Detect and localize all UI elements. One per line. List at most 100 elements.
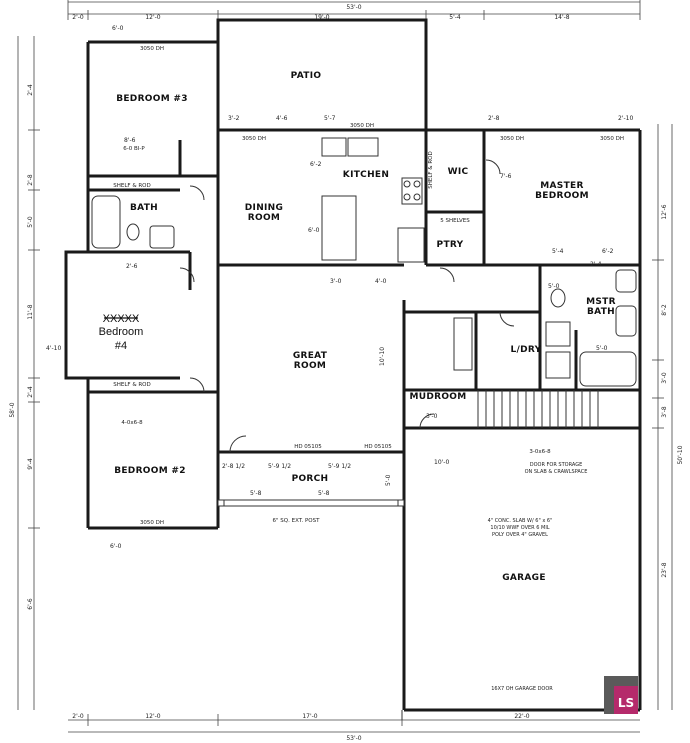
dimension-lines [17,0,673,733]
svg-text:19'-0: 19'-0 [314,14,329,21]
svg-text:3'-0: 3'-0 [330,278,342,285]
watermark-logo: LS [604,676,638,714]
svg-text:53'-0: 53'-0 [346,4,361,11]
label-great-1: GREAT [293,351,328,361]
svg-text:2'-6: 2'-6 [126,263,138,270]
interior-walls [88,42,640,507]
svg-text:3'-0: 3'-0 [426,413,438,420]
bedroom4-line2: #4 [115,340,127,352]
svg-text:POLY OVER 4" GRAVEL: POLY OVER 4" GRAVEL [492,532,548,538]
label-bedroom2: BEDROOM #2 [114,466,186,476]
svg-text:2'-0: 2'-0 [72,14,84,21]
label-bedroom3: BEDROOM #3 [116,94,188,104]
svg-text:17'-0: 17'-0 [302,713,317,720]
bath-toilet-icon [126,223,140,241]
svg-text:6'-2: 6'-2 [602,248,614,255]
room-labels: PATIO BEDROOM #3 BATH DINING ROOM KITCHE… [114,71,615,583]
svg-text:4-0x6-8: 4-0x6-8 [121,420,143,426]
svg-text:10/10 WWF OVER 6 MIL: 10/10 WWF OVER 6 MIL [490,525,549,531]
svg-text:2'-8: 2'-8 [488,115,500,122]
svg-text:HD 05105: HD 05105 [294,444,322,450]
svg-text:4'-0: 4'-0 [375,278,387,285]
svg-text:HD 05105: HD 05105 [364,444,392,450]
svg-text:12'-0: 12'-0 [145,713,160,720]
logo-text: LS [618,696,634,710]
label-mudroom: MUDROOM [409,392,466,402]
svg-text:3050 DH: 3050 DH [350,123,374,129]
bedroom4-struck: XXXXX [103,313,140,325]
svg-text:3-0x6-8: 3-0x6-8 [529,449,551,455]
svg-text:3050 DH: 3050 DH [140,46,164,52]
label-porch: PORCH [292,474,329,484]
svg-text:5'-4: 5'-4 [552,248,564,255]
svg-text:53'-0: 53'-0 [346,735,361,742]
svg-text:3050 DH: 3050 DH [140,520,164,526]
svg-text:10'-10: 10'-10 [379,347,386,366]
svg-text:4'-10: 4'-10 [46,345,61,352]
svg-text:6'-0: 6'-0 [308,227,320,234]
label-mstr-2: BATH [587,307,615,317]
svg-text:5 SHELVES: 5 SHELVES [440,218,470,224]
svg-text:6-0 BI-P: 6-0 BI-P [123,146,145,152]
svg-text:SHELF & ROD: SHELF & ROD [113,183,151,189]
svg-text:6'-0: 6'-0 [112,25,124,32]
svg-text:5'-0: 5'-0 [385,474,392,486]
svg-text:2'-8: 2'-8 [27,174,34,186]
fixtures [91,137,637,507]
svg-text:5'-7: 5'-7 [324,115,336,122]
svg-text:50'-10: 50'-10 [677,445,684,464]
label-master-2: BEDROOM [535,191,589,201]
label-kitchen: KITCHEN [343,170,389,180]
stairs [477,390,599,428]
svg-text:3'-0: 3'-0 [661,372,668,384]
svg-text:5'-0: 5'-0 [548,283,560,290]
svg-text:14'-8: 14'-8 [554,14,569,21]
svg-text:SHELF & ROD: SHELF & ROD [428,151,434,189]
label-bath: BATH [130,203,158,213]
svg-text:2'-8 1/2: 2'-8 1/2 [222,463,245,470]
svg-text:16X7 OH GARAGE DOOR: 16X7 OH GARAGE DOOR [491,686,553,692]
svg-text:DOOR FOR STORAGE: DOOR FOR STORAGE [530,462,582,468]
stove-icon [401,177,423,205]
svg-text:8'-2: 8'-2 [661,304,668,316]
svg-text:2'-0: 2'-0 [72,713,84,720]
svg-text:5'-9 1/2: 5'-9 1/2 [268,463,291,470]
svg-text:10'-0: 10'-0 [434,459,449,466]
svg-text:23'-8: 23'-8 [661,562,668,577]
svg-text:5'-8: 5'-8 [250,490,262,497]
svg-text:11'-8: 11'-8 [27,304,34,319]
svg-text:5'-4: 5'-4 [449,14,461,21]
svg-text:ON SLAB & CRAWLSPACE: ON SLAB & CRAWLSPACE [525,469,588,475]
dimension-labels: 53'-0 2'-0 12'-0 19'-0 5'-4 14'-8 2'-0 1… [9,4,684,742]
label-dining-1: DINING [245,203,283,213]
bedroom4-line1: Bedroom [99,326,144,338]
bedroom4-label: XXXXX Bedroom #4 [99,313,144,352]
svg-text:12'-6: 12'-6 [661,204,668,219]
label-patio: PATIO [291,71,322,81]
label-ldry: L/DRY [511,345,542,355]
svg-text:3'-8: 3'-8 [661,406,668,418]
svg-text:12'-0: 12'-0 [145,14,160,21]
mstr-toilet-icon [550,288,566,308]
svg-text:3050 DH: 3050 DH [500,136,524,142]
svg-text:6" SQ. EXT. POST: 6" SQ. EXT. POST [273,518,321,524]
small-labels: SHELF & ROD SHELF & ROD 5 SHELVES SHELF … [113,46,624,692]
refrigerator [397,227,425,263]
svg-text:22'-0: 22'-0 [514,713,529,720]
svg-text:6'-0: 6'-0 [110,543,122,550]
svg-text:6'-2: 6'-2 [310,161,322,168]
svg-text:2'-4: 2'-4 [27,386,34,398]
label-wic: WIC [448,167,469,177]
svg-text:4" CONC. SLAB W/ 6" x 6": 4" CONC. SLAB W/ 6" x 6" [488,518,553,524]
svg-text:3'-2: 3'-2 [228,115,240,122]
svg-text:9'-4: 9'-4 [27,458,34,470]
svg-text:58'-0: 58'-0 [9,402,16,417]
svg-text:7'-6: 7'-6 [500,173,512,180]
svg-text:2'-10: 2'-10 [618,115,633,122]
svg-text:4'-6: 4'-6 [276,115,288,122]
label-master-1: MASTER [540,181,583,191]
svg-text:8'-6: 8'-6 [124,137,136,144]
svg-text:5'-9 1/2: 5'-9 1/2 [328,463,351,470]
svg-text:5'-0: 5'-0 [596,345,608,352]
